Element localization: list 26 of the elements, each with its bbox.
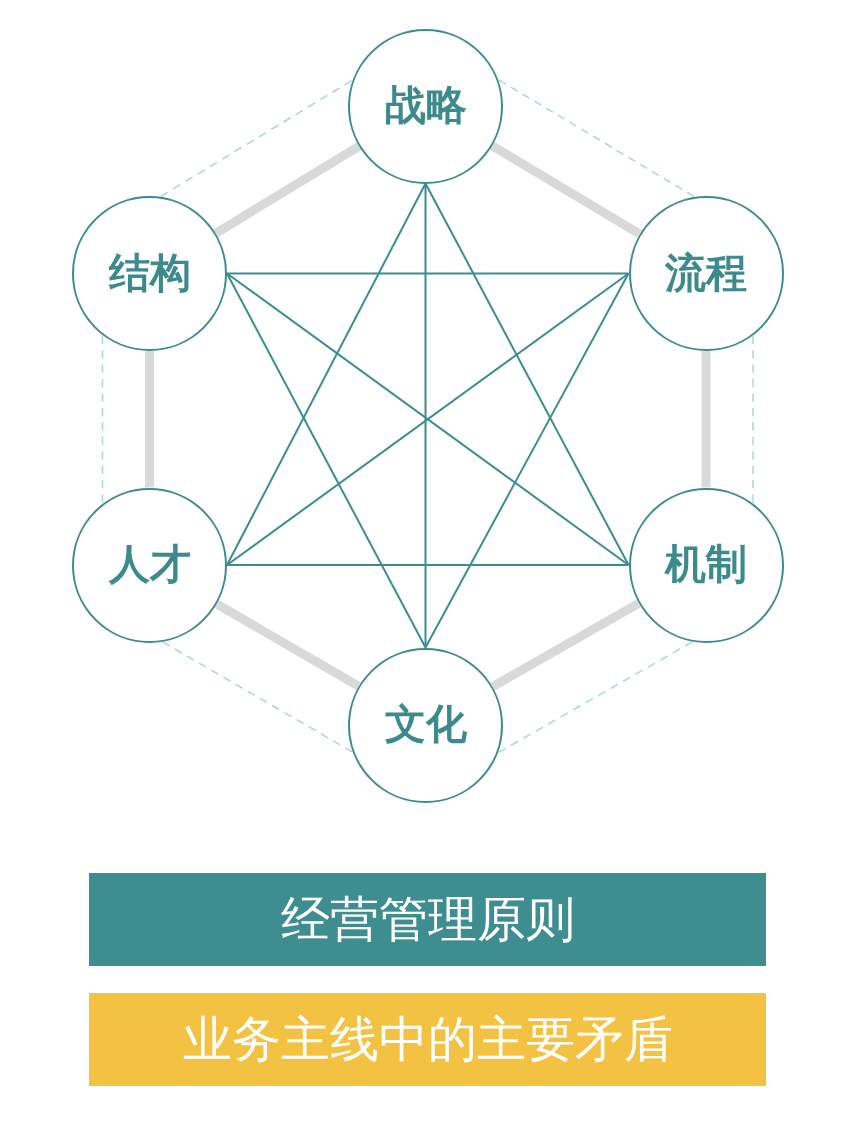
connector-line: [424, 182, 630, 566]
connector-line: [226, 272, 630, 275]
thick-connector: [214, 599, 361, 691]
thick-connector: [490, 599, 641, 691]
connector-line: [226, 564, 630, 566]
thick-connector: [213, 142, 362, 238]
connector-line: [226, 272, 630, 566]
circle-node: 战略: [348, 28, 503, 184]
thick-connector: [701, 351, 711, 488]
dashed-connector: [498, 79, 695, 198]
thick-connector: [489, 141, 642, 238]
dashed-connector: [161, 641, 354, 753]
connector-line: [226, 272, 427, 649]
circle-node: 人才: [72, 487, 227, 643]
dashed-connector: [101, 335, 104, 504]
circle-node: 结构: [72, 196, 227, 351]
banner-bar: 经营管理原则: [89, 873, 766, 966]
dashed-connector: [160, 79, 353, 198]
circle-node: 文化: [348, 647, 503, 803]
dashed-connector: [752, 335, 754, 504]
thick-connector: [145, 351, 154, 488]
banner-bar: 业务主线中的主要矛盾: [89, 993, 766, 1086]
circle-node: 机制: [628, 487, 784, 643]
circle-node: 流程: [628, 196, 784, 351]
dashed-connector: [497, 641, 694, 754]
connector-line: [226, 182, 427, 566]
